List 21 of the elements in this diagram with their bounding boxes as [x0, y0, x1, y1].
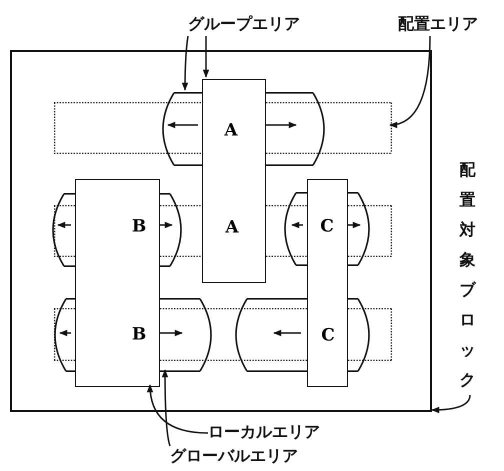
area-label: グローバルエリア	[170, 446, 298, 467]
block-letter: B	[132, 218, 146, 236]
block-letter: C	[321, 328, 335, 344]
leader-line	[182, 36, 189, 91]
block-letter: C	[320, 218, 334, 236]
block-letter: A	[225, 220, 239, 236]
leader-line	[162, 369, 171, 446]
leader-line	[431, 394, 471, 414]
block-rect	[75, 179, 160, 387]
leader-line	[202, 36, 210, 78]
block-rect	[307, 179, 348, 387]
area-label: グループエリア	[188, 14, 300, 35]
block-letter: A	[224, 122, 238, 140]
leader-line	[389, 36, 431, 128]
area-label: ローカルエリア	[208, 422, 320, 443]
area-label: 配置対象ブロック	[460, 159, 476, 391]
block-rect	[202, 79, 266, 283]
leader-line	[147, 384, 208, 434]
area-label: 配置エリア	[398, 14, 478, 35]
block-letter: B	[132, 326, 146, 344]
outer-frame	[10, 50, 432, 412]
